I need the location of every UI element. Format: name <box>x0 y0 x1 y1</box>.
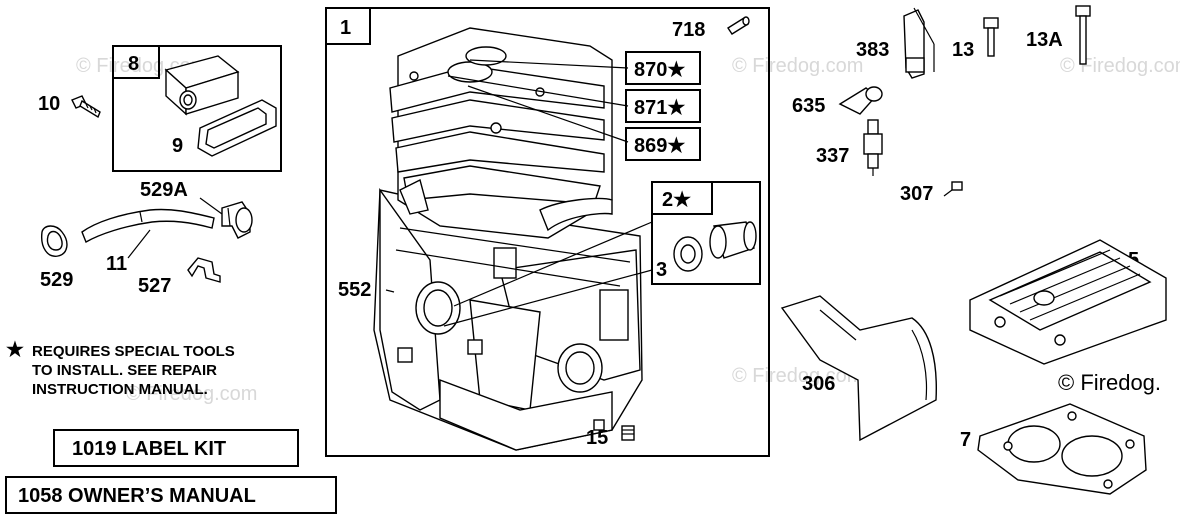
callout-306: 306 <box>802 373 835 395</box>
watermark-corner: © Firedog. <box>1058 370 1161 395</box>
callout-15: 15 <box>586 427 608 449</box>
note-line-2: TO INSTALL. SEE REPAIR <box>32 362 217 379</box>
bushing-2-icon <box>709 221 757 259</box>
callout-7: 7 <box>960 429 971 451</box>
callout-552: 552 <box>338 279 371 301</box>
head-gasket-7-icon <box>977 403 1147 495</box>
watermark-2: © Firedog.com <box>732 55 863 77</box>
callout-635: 635 <box>792 95 825 117</box>
callout-2: 2★ <box>662 189 691 211</box>
bearing-3-icon <box>673 236 703 272</box>
leader-529A <box>199 197 223 215</box>
callout-8: 8 <box>128 53 139 75</box>
leader-869 <box>467 85 629 143</box>
leader-871 <box>447 75 629 107</box>
spark-plug-337-icon <box>863 119 883 176</box>
callout-2-box <box>651 181 713 215</box>
callout-13A: 13A <box>1026 29 1063 51</box>
screw-10-icon <box>71 95 101 119</box>
watermark-6: © Firedog.com <box>732 365 863 387</box>
leader-870 <box>469 59 629 69</box>
callout-3: 3 <box>656 259 667 281</box>
callout-869: 869★ <box>634 135 685 157</box>
watermarks: © Firedog.com © Firedog.com © Firedog.co… <box>76 55 1180 405</box>
note-line-1: REQUIRES SPECIAL TOOLS <box>32 343 235 360</box>
plug-15-icon <box>621 425 635 441</box>
watermark-3: © Firedog.com <box>1060 55 1180 77</box>
bolt-13A-icon <box>1075 5 1091 65</box>
leader-bearing-lower <box>443 269 653 327</box>
note-star: ★ <box>6 339 24 361</box>
callout-1: 1 <box>340 17 351 39</box>
callout-11: 11 <box>106 253 127 275</box>
callout-8-box <box>112 45 160 79</box>
leader-552 <box>385 289 395 293</box>
clip-527-icon <box>187 257 221 283</box>
watermark-4: © Firedog.com <box>126 383 257 405</box>
callout-529: 529 <box>40 269 73 291</box>
callout-718: 718 <box>672 19 705 41</box>
label-kit-text: 1019 LABEL KIT <box>72 438 226 460</box>
screw-307-icon <box>943 181 963 197</box>
callout-869-box <box>625 127 701 161</box>
note-line-3: INSTRUCTION MANUAL. <box>32 381 208 398</box>
callout-529A: 529A <box>140 179 188 201</box>
callout-527: 527 <box>138 275 171 297</box>
callout-871: 871★ <box>634 97 685 119</box>
callout-307: 307 <box>900 183 933 205</box>
callout-870-box <box>625 51 701 85</box>
clamp-529-icon <box>41 225 68 257</box>
cylinder-head-5-icon <box>969 239 1167 365</box>
elbow-529A-icon <box>221 201 253 239</box>
owners-manual-text: 1058 OWNER’S MANUAL <box>18 485 256 507</box>
spark-plug-boot-383-icon <box>903 7 935 79</box>
callout-10: 10 <box>38 93 60 115</box>
breather-cover-icon <box>164 55 240 116</box>
callout-870: 870★ <box>634 59 685 81</box>
callout-1-box <box>325 7 371 45</box>
callout-871-box <box>625 89 701 123</box>
leader-11 <box>127 229 151 259</box>
callout-13: 13 <box>952 39 974 61</box>
bolt-13-icon <box>983 17 999 57</box>
breather-group-frame <box>112 45 282 172</box>
cylinder-block-frame <box>325 7 770 457</box>
leader-bearing-upper <box>453 221 653 307</box>
callout-9: 9 <box>172 135 183 157</box>
air-shroud-306-icon <box>780 295 937 442</box>
callout-337: 337 <box>816 145 849 167</box>
engine-block-icon <box>373 27 643 451</box>
dowel-pin-718-icon <box>727 16 750 35</box>
breather-gasket-icon <box>197 99 277 157</box>
label-kit-box <box>53 429 299 467</box>
owners-manual-box <box>5 476 337 514</box>
callout-383: 383 <box>856 39 889 61</box>
hose-11-icon <box>81 208 215 244</box>
terminal-635-icon <box>838 86 883 115</box>
